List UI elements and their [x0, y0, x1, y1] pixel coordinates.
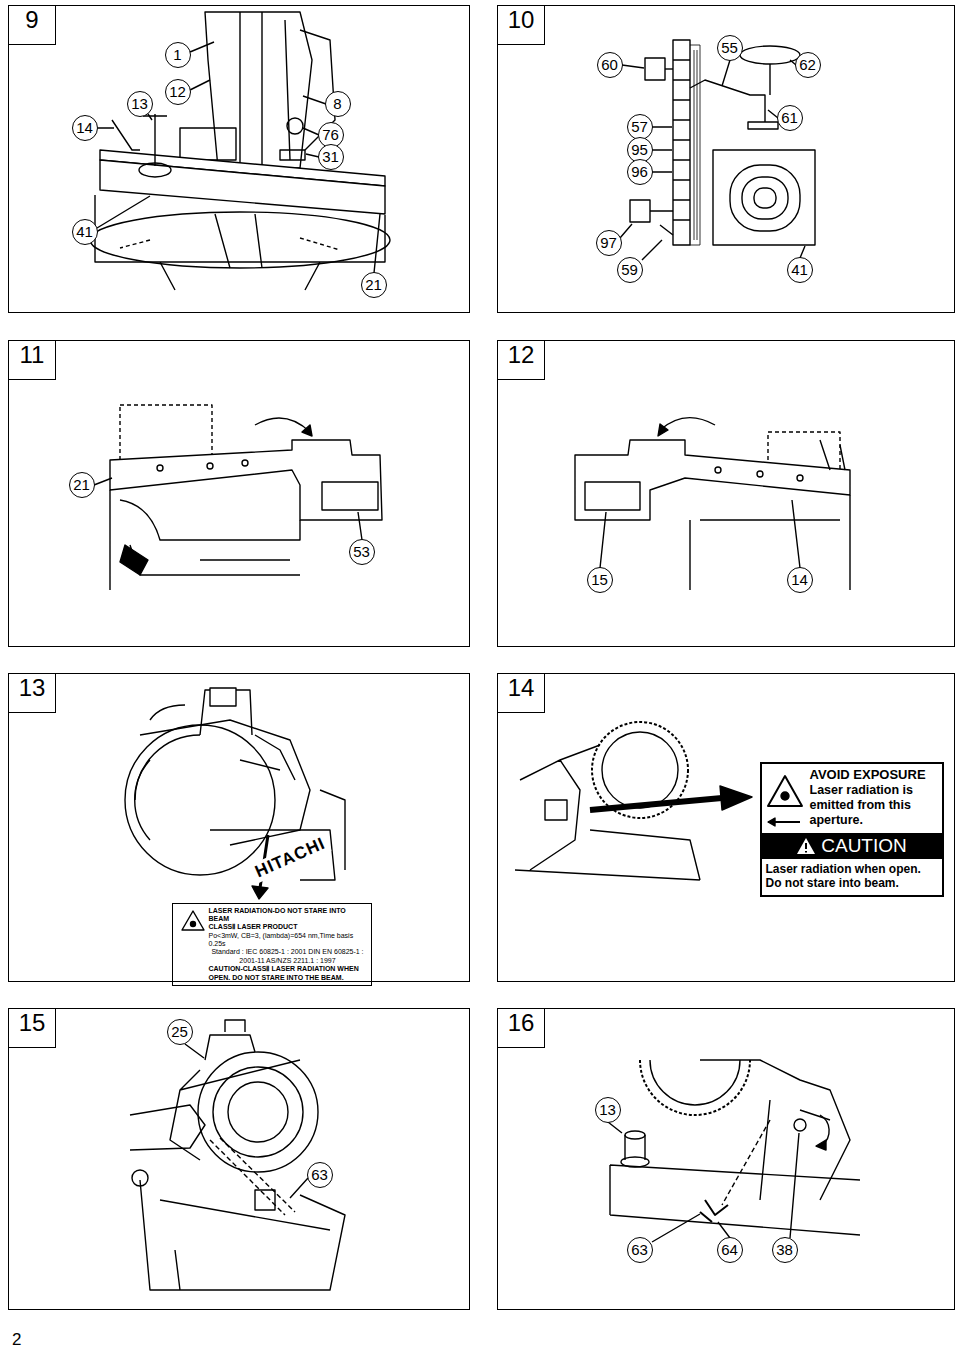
panel-11-art — [94, 405, 382, 590]
callout-circle: 12 — [165, 79, 191, 105]
callout-number: 95 — [631, 142, 648, 157]
figure-panel: 14AVOID EXPOSURELaser radiation is emitt… — [497, 673, 955, 982]
callout-circle: 13 — [595, 1097, 621, 1123]
figure-number: 12 — [498, 341, 545, 380]
callout-circle: 8 — [325, 91, 351, 117]
brand-logo: HITACHI — [249, 832, 331, 883]
warning-label: AVOID EXPOSURELaser radiation is emitted… — [760, 762, 944, 897]
panel-9-art — [90, 12, 390, 290]
callout-number: 59 — [621, 262, 638, 277]
figure-panel: 16 13 63 64 38 — [497, 1008, 955, 1310]
panel-15-art — [130, 1020, 345, 1290]
label-text: AVOID EXPOSURE — [762, 764, 942, 783]
callout-circle: 59 — [617, 257, 643, 283]
callout-circle: 41 — [72, 219, 98, 245]
callout-circle: 61 — [777, 105, 803, 131]
callout-number: 8 — [333, 96, 341, 111]
figure-panel: 11 21 53 — [8, 340, 470, 647]
callout-number: 15 — [591, 572, 608, 587]
label-text: Po<3mW, CB=3, (lambda)=654 nm,Time basis… — [209, 932, 367, 949]
label-text: Laser radiation is emitted from this ape… — [762, 782, 942, 833]
callout-circle: 14 — [72, 115, 98, 141]
figure-panel: 12 15 14 — [497, 340, 955, 647]
callout-number: 13 — [599, 1102, 616, 1117]
figure-number: 13 — [9, 674, 56, 713]
callout-circle: 31 — [318, 144, 344, 170]
label-text: Standard : IEC 60825-1 : 2001 DIN EN 608… — [209, 948, 367, 965]
callout-number: 63 — [311, 1167, 328, 1182]
label-text: CAUTION-CLASSⅡ LASER RADIATION WHEN OPEN… — [209, 965, 367, 982]
callout-circle: 13 — [127, 91, 153, 117]
callout-circle: 1 — [165, 42, 191, 68]
callout-number: 12 — [169, 84, 186, 99]
callout-number: 31 — [322, 149, 339, 164]
callout-circle: 60 — [597, 52, 623, 78]
warning-triangle-shape — [797, 838, 815, 854]
callout-circle: 63 — [307, 1162, 333, 1188]
label-text: CAUTION — [821, 835, 907, 857]
callout-circle: 14 — [787, 567, 813, 593]
figure-panel: 10 60 55 62 57 95 96 61 97 59 41 — [497, 5, 955, 313]
callout-number: 41 — [791, 262, 808, 277]
panel-10-art — [620, 40, 815, 260]
callout-number: 76 — [322, 127, 339, 142]
figure-panel: 15 25 63 — [8, 1008, 470, 1310]
figure-number: 9 — [9, 6, 56, 45]
callout-circle: 41 — [787, 257, 813, 283]
figure-number: 11 — [9, 341, 56, 380]
callout-number: 38 — [776, 1242, 793, 1257]
callout-circle: 57 — [627, 114, 653, 140]
figure-panel: 13LASER RADIATION-DO NOT STARE INTO BEAM… — [8, 673, 470, 982]
callout-number: 53 — [353, 544, 370, 559]
callout-number: 57 — [631, 119, 648, 134]
callout-number: 55 — [721, 40, 738, 55]
figure-number: 14 — [498, 674, 545, 713]
callout-number: 13 — [131, 96, 148, 111]
warning-label: LASER RADIATION-DO NOT STARE INTO BEAMCL… — [172, 903, 372, 987]
warning-triangle — [796, 837, 816, 855]
panel-13-art — [125, 688, 345, 930]
callout-number: 96 — [631, 164, 648, 179]
callout-circle: 55 — [717, 35, 743, 61]
callout-circle: 96 — [627, 159, 653, 185]
caution-band: CAUTION — [762, 833, 942, 859]
callout-number: 62 — [799, 57, 816, 72]
callout-number: 25 — [171, 1024, 188, 1039]
callout-circle: 97 — [596, 230, 622, 256]
page-number: 2 — [12, 1330, 21, 1350]
callout-circle: 62 — [795, 52, 821, 78]
callout-number: 14 — [791, 572, 808, 587]
callout-circle: 64 — [717, 1237, 743, 1263]
callout-circle: 15 — [587, 567, 613, 593]
figure-number: 16 — [498, 1009, 545, 1048]
label-text: Laser radiation when open. Do not stare … — [762, 859, 942, 895]
panel-16-art — [608, 1060, 860, 1242]
figure-panel: 9 1 12 13 14 8 76 31 41 21 — [8, 5, 470, 313]
callout-number: 41 — [76, 224, 93, 239]
callout-circle: 21 — [361, 272, 387, 298]
callout-number: 21 — [73, 477, 90, 492]
label-text: CLASSⅡ LASER PRODUCT — [209, 923, 367, 931]
exclamation-mark — [805, 843, 807, 853]
label-text: LASER RADIATION-DO NOT STARE INTO BEAM — [209, 907, 367, 924]
callout-number: 97 — [600, 235, 617, 250]
callout-number: 60 — [601, 57, 618, 72]
callout-circle: 21 — [69, 472, 95, 498]
callout-circle: 63 — [627, 1237, 653, 1263]
figure-number: 15 — [9, 1009, 56, 1048]
callout-number: 64 — [721, 1242, 738, 1257]
callout-number: 14 — [76, 120, 93, 135]
callout-number: 61 — [781, 110, 798, 125]
figure-number: 10 — [498, 6, 545, 45]
panel-12-art — [575, 418, 850, 590]
callout-number: 63 — [631, 1242, 648, 1257]
callout-circle: 53 — [349, 539, 375, 565]
callout-number: 21 — [365, 277, 382, 292]
callout-circle: 25 — [167, 1019, 193, 1045]
callout-number: 1 — [173, 47, 181, 62]
callout-circle: 38 — [772, 1237, 798, 1263]
